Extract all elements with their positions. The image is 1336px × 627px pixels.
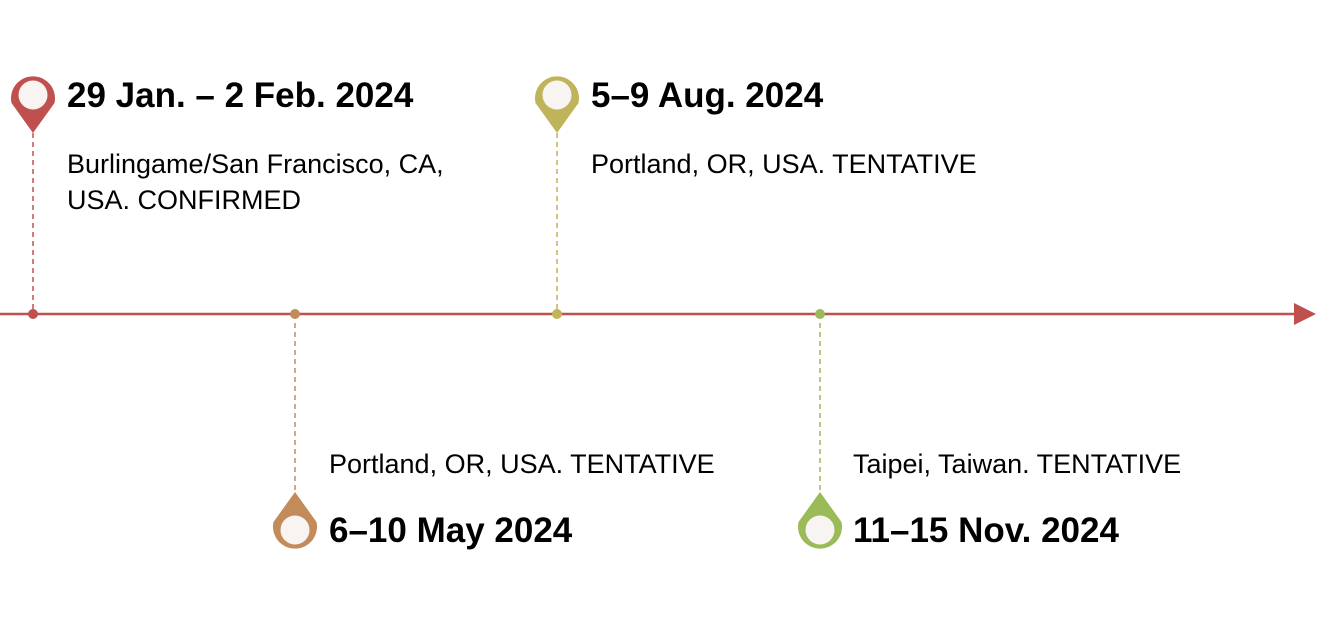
axis-dot-event-4 <box>815 309 825 319</box>
timeline-arrowhead <box>1294 303 1316 325</box>
event-location: Portland, OR, USA. TENTATIVE <box>329 449 715 479</box>
axis-dot-event-1 <box>28 309 38 319</box>
event-date: 6–10 May 2024 <box>329 511 573 550</box>
axis-dot-event-3 <box>552 309 562 319</box>
event-location: Portland, OR, USA. TENTATIVE <box>591 149 977 179</box>
event-date: 11–15 Nov. 2024 <box>853 511 1119 550</box>
map-pin-icon-event-2 <box>273 492 318 549</box>
axis-dot-event-2 <box>290 309 300 319</box>
map-pin-icon-event-4 <box>798 492 842 549</box>
event-date: 29 Jan. – 2 Feb. 2024 <box>67 76 414 115</box>
map-pin-icon-event-1 <box>11 76 55 133</box>
event-date: 5–9 Aug. 2024 <box>591 76 824 115</box>
event-location: Taipei, Taiwan. TENTATIVE <box>853 449 1182 479</box>
map-pin-icon-event-3 <box>535 76 579 133</box>
event-location: Burlingame/San Francisco, CA, USA. CONFI… <box>67 149 444 215</box>
